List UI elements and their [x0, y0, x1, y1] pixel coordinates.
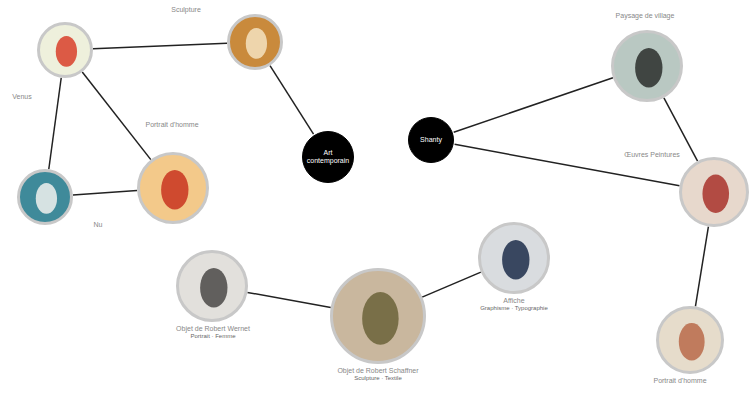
node-title: Art contemporain [306, 149, 349, 165]
connector-line [82, 72, 151, 160]
image-circle: Sculpture [227, 14, 283, 70]
circle-outline [480, 224, 549, 293]
connector-line [93, 43, 227, 49]
circle-label: Paysage de village [614, 12, 677, 20]
circle-outline [681, 159, 748, 226]
circle-label: Œuvres Peintures [622, 151, 682, 159]
circle-picture [227, 14, 283, 70]
node-subtitle: Sculpture · Textile [335, 375, 420, 382]
node-title: Portrait d'homme [143, 121, 200, 129]
picture-figure [246, 28, 267, 59]
circle-label: Portrait d'homme [143, 121, 200, 129]
hub-text-box: Art contemporain [301, 130, 355, 184]
node-title: Affiche [478, 297, 550, 305]
circle-picture [679, 157, 749, 227]
circle-label: Objet de Robert WernetPortrait · Femme [174, 325, 252, 341]
connector-line [49, 78, 61, 170]
circle-outline [409, 118, 454, 163]
circle-picture [37, 22, 93, 78]
connector-line [73, 191, 137, 196]
circle-outline [139, 154, 208, 223]
image-circle: Objet de Robert WernetPortrait · Femme [176, 250, 248, 322]
hub-text-box: Shanty [407, 116, 455, 164]
circle-picture [330, 268, 426, 364]
circle-outline [658, 308, 723, 373]
picture-figure [56, 36, 77, 67]
node-title: Shanty [420, 136, 442, 144]
circle-label: Objet de Robert SchaffnerSculpture · Tex… [335, 367, 420, 383]
circle-picture [611, 30, 683, 102]
connector-line [270, 66, 314, 135]
node-title: Objet de Robert Wernet [174, 325, 252, 333]
circle-outline [39, 24, 92, 77]
connector-line [247, 292, 330, 307]
picture-figure [702, 175, 729, 214]
circle-picture [176, 250, 248, 322]
image-circle: Portrait d'homme [137, 152, 209, 224]
circle-outline [613, 32, 682, 101]
picture-figure [200, 268, 227, 308]
node-title: Paysage de village [614, 12, 677, 20]
circle-outline [178, 252, 247, 321]
connector-line [422, 272, 481, 297]
node-title: Objet de Robert Schaffner [335, 367, 420, 375]
image-circle: Paysage de village [611, 30, 683, 102]
circle-picture [478, 222, 550, 294]
picture-figure [502, 240, 529, 280]
circle-label: Venus [10, 93, 33, 101]
image-circle: Œuvres Peintures [679, 157, 749, 227]
picture-figure [362, 292, 398, 345]
image-circle: AfficheGraphisme · Typographie [478, 222, 550, 294]
circle-outline [303, 132, 354, 183]
picture-figure [36, 183, 57, 214]
node-title: Portrait d'homme [651, 377, 708, 385]
circle-picture [17, 169, 73, 225]
circle-label: AfficheGraphisme · Typographie [478, 297, 550, 313]
hub-circle: Shanty [407, 116, 455, 164]
connector-line [695, 227, 708, 307]
node-title: Œuvres Peintures [622, 151, 682, 159]
node-title: Nu [92, 221, 105, 229]
circle-picture [137, 152, 209, 224]
node-title: Venus [10, 93, 33, 101]
picture-figure [679, 323, 705, 360]
image-circle: Objet de Robert SchaffnerSculpture · Tex… [330, 268, 426, 364]
node-subtitle: Portrait · Femme [174, 333, 252, 340]
circle-outline [229, 16, 282, 69]
circle-outline [19, 171, 72, 224]
picture-figure [161, 170, 188, 210]
connector-line [454, 78, 613, 133]
hub-circle: Art contemporain [301, 130, 355, 184]
node-subtitle: Graphisme · Typographie [478, 305, 550, 312]
image-circle: Nu [17, 169, 73, 225]
image-circle: Portrait d'homme [656, 306, 724, 374]
circle-picture [656, 306, 724, 374]
picture-figure [635, 48, 662, 88]
circle-label: Nu [92, 221, 105, 229]
circle-label: Sculpture [169, 6, 203, 14]
circle-outline [332, 270, 425, 363]
image-circle: Venus [37, 22, 93, 78]
node-title: Sculpture [169, 6, 203, 14]
circle-label: Portrait d'homme [651, 377, 708, 385]
